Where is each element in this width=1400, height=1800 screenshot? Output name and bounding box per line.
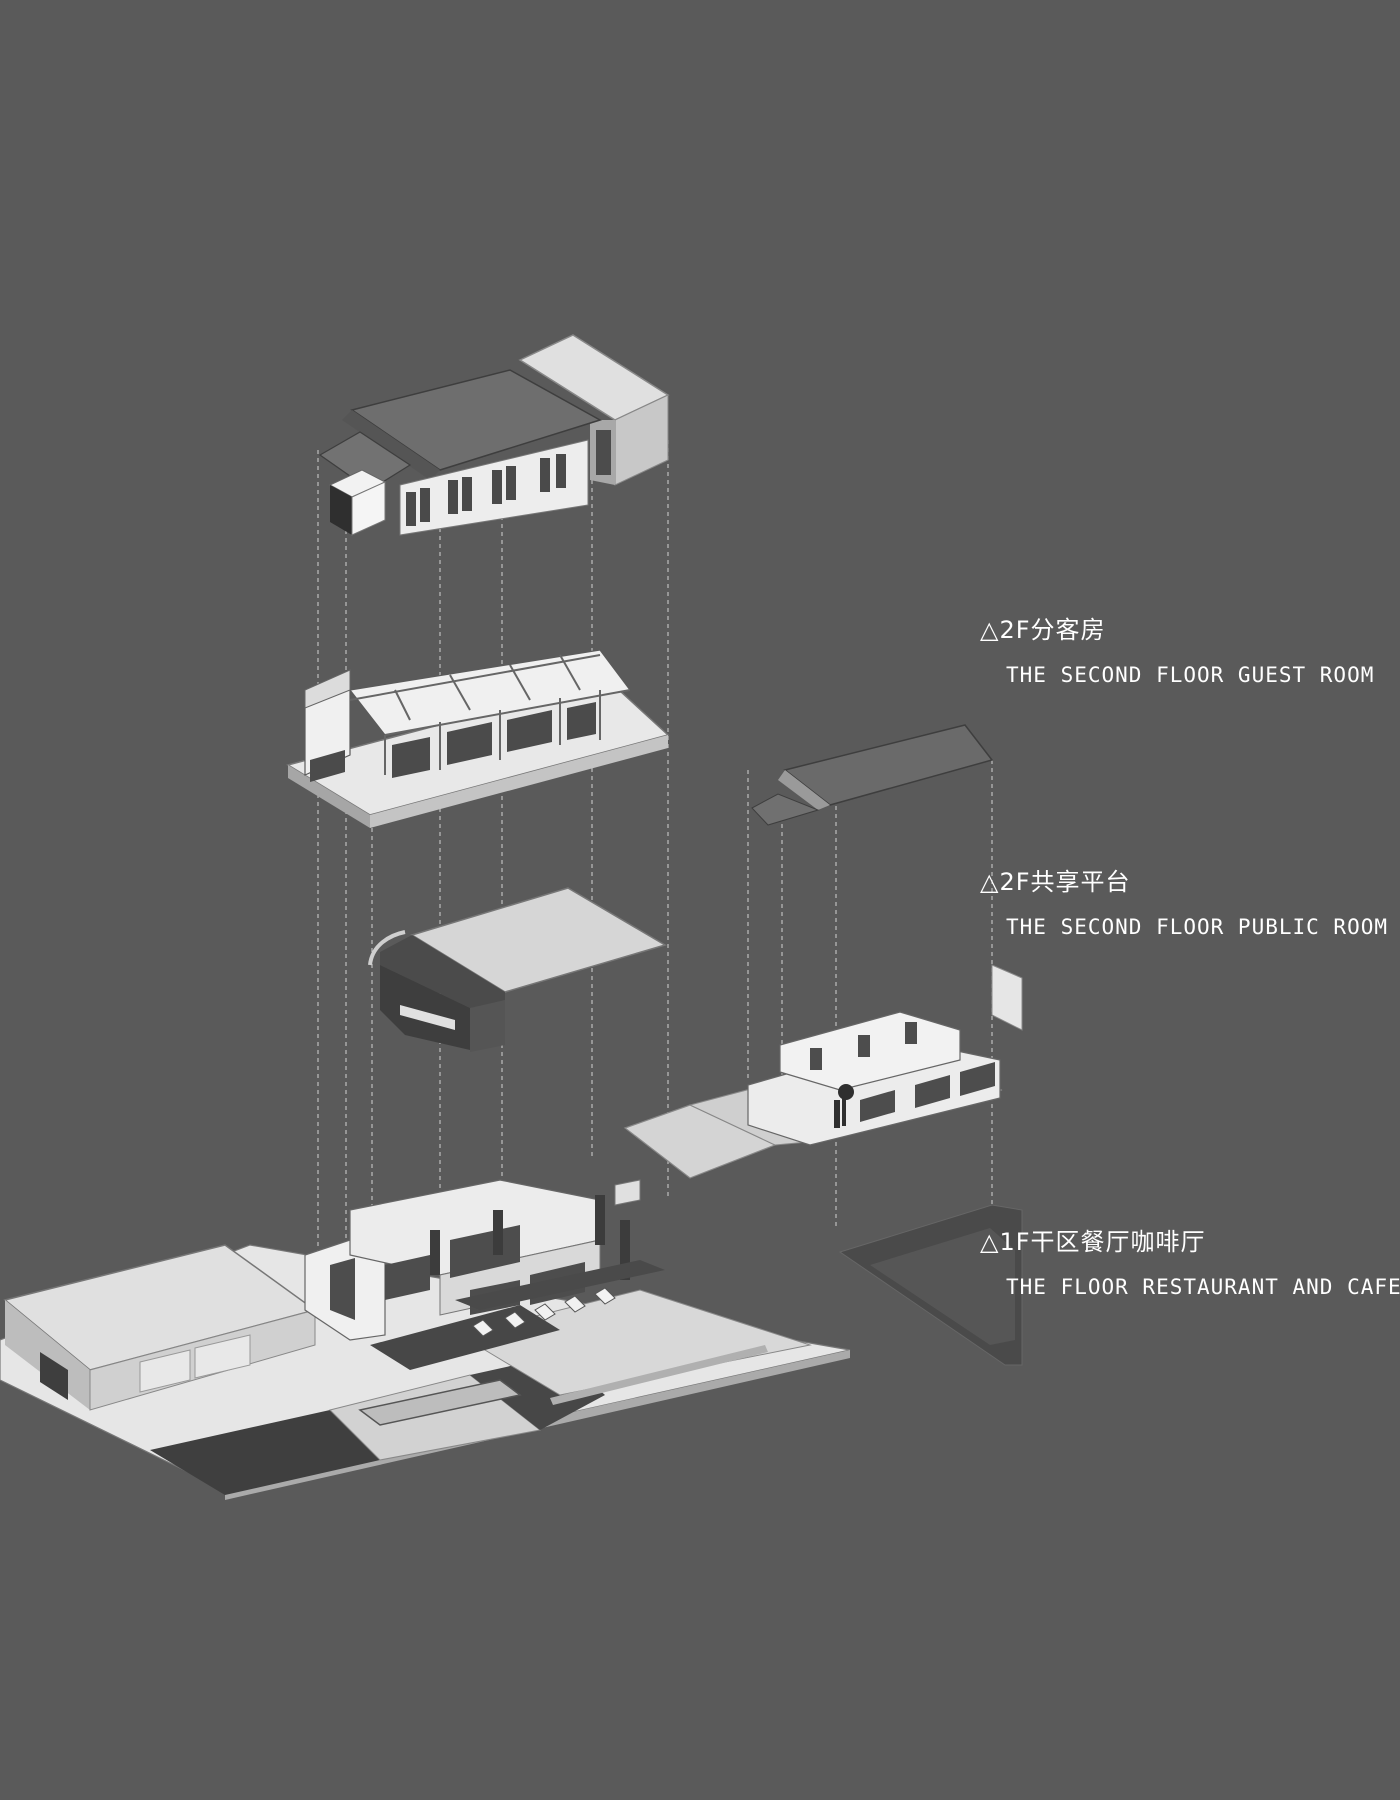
guest-room-floor-module: [286, 649, 670, 828]
label-restaurant-cafe-en: THE FLOOR RESTAURANT AND CAFE: [1006, 1275, 1400, 1299]
projection-lines: [317, 440, 993, 1330]
label-restaurant-cafe-cn: △1F干区餐厅咖啡厅: [980, 1228, 1206, 1256]
label-guest-room: △2F分客房 THE SECOND FLOOR GUEST ROOM: [980, 610, 1374, 687]
public-room-floor-module: [623, 1011, 1003, 1179]
label-restaurant-cafe: △1F干区餐厅咖啡厅 THE FLOOR RESTAURANT AND CAFE: [980, 1222, 1400, 1299]
pool: [358, 1379, 522, 1426]
label-guest-room-cn: △2F分客房: [980, 616, 1106, 644]
ground-texture-plane: [838, 1204, 1023, 1366]
label-public-room: △2F共享平台 THE SECOND FLOOR PUBLIC ROOM: [980, 862, 1388, 939]
ground-floor-module: [0, 1179, 851, 1500]
upper-roof-module: [318, 334, 670, 536]
label-public-room-en: THE SECOND FLOOR PUBLIC ROOM: [1006, 915, 1389, 939]
label-guest-room-en: THE SECOND FLOOR GUEST ROOM: [1006, 663, 1375, 687]
public-platform-module: [368, 887, 667, 1052]
public-room-roof: [751, 724, 1023, 1031]
label-public-room-cn: △2F共享平台: [980, 868, 1131, 896]
